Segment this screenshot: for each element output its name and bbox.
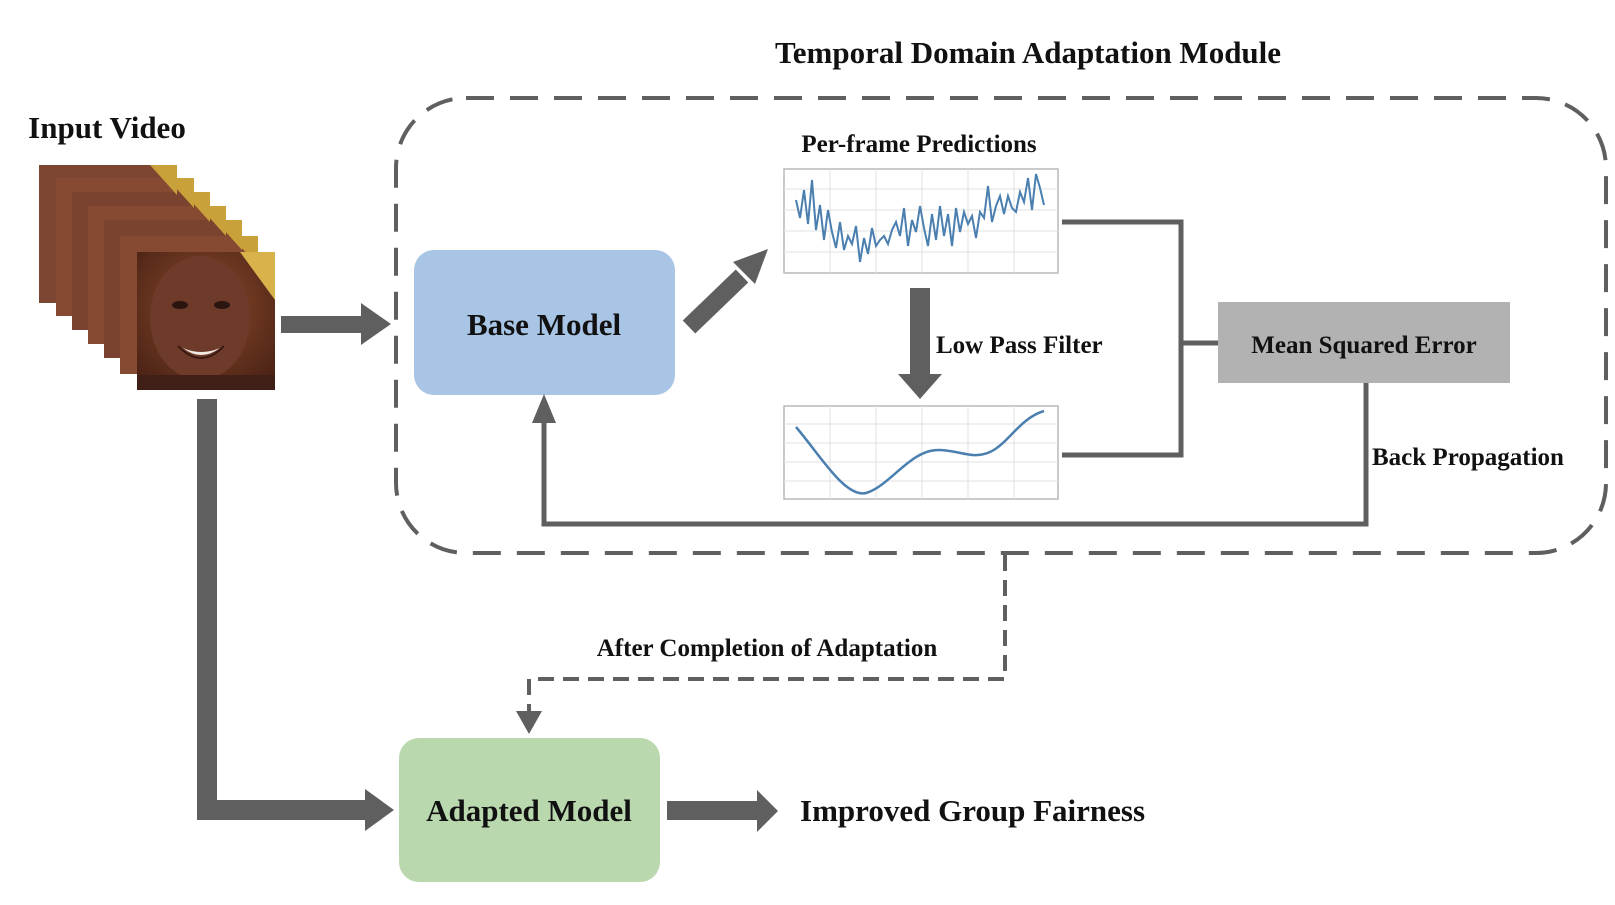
mean-squared-error-label: Mean Squared Error (1251, 332, 1476, 359)
improved-group-fairness-label: Improved Group Fairness (800, 793, 1145, 828)
adapted-model-label: Adapted Model (426, 793, 632, 828)
low-pass-filter-label: Low Pass Filter (936, 332, 1103, 359)
arrow-adapted-to-result (667, 790, 778, 832)
arrow-low-pass-filter (898, 288, 942, 399)
module-title: Temporal Domain Adaptation Module (775, 35, 1281, 70)
arrow-input-to-adapted-model (197, 399, 394, 831)
base-model-box (414, 250, 675, 395)
arrow-base-to-predictions (682, 249, 768, 334)
arrow-input-to-base-model (281, 303, 391, 345)
adaptation-module-container (394, 96, 1608, 555)
mean-squared-error-box (1218, 302, 1510, 383)
base-model-label: Base Model (467, 307, 622, 342)
adapted-model-box (399, 738, 660, 882)
back-propagation-label: Back Propagation (1372, 444, 1564, 471)
back-propagation-arrow (532, 383, 1369, 527)
face-video-frames-icon (39, 165, 275, 390)
noisy-signal-plot-icon (783, 168, 1059, 274)
input-video-label: Input Video (28, 110, 186, 145)
smoothed-signal-plot-icon (783, 405, 1059, 500)
after-completion-label: After Completion of Adaptation (597, 635, 938, 662)
per-frame-predictions-label: Per-frame Predictions (801, 131, 1037, 158)
connector-plots-to-mse (1062, 219, 1218, 458)
after-completion-dashed-arrow (516, 555, 1007, 734)
